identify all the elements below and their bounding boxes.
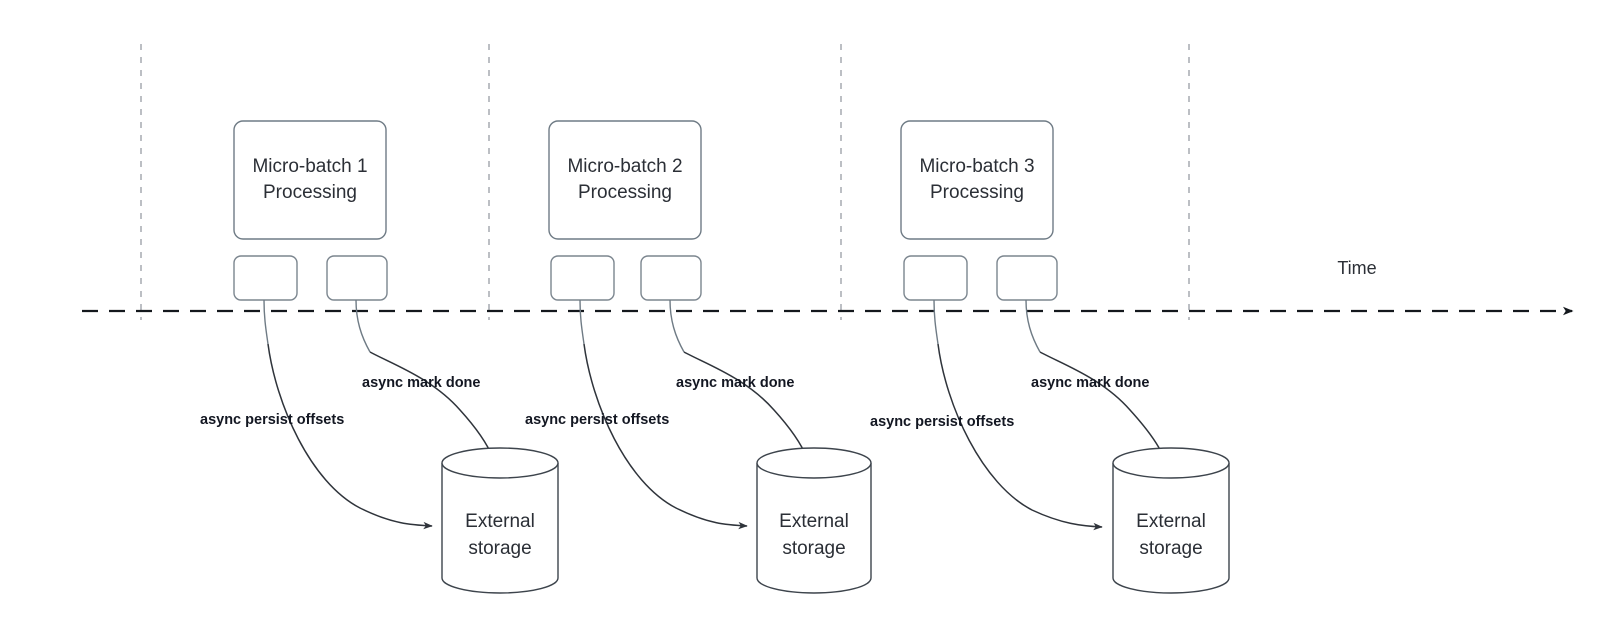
external-storage-1-label-line1: External <box>465 511 535 532</box>
external-storage-1-label-line2: storage <box>468 538 531 559</box>
mark-done-edge-2 <box>683 351 808 459</box>
task-box-1-left-stem <box>263 299 269 345</box>
task-box-3-left[interactable] <box>903 255 968 301</box>
process-box-3-label-line2: Processing <box>930 182 1024 203</box>
process-box-2-label-line2: Processing <box>578 182 672 203</box>
task-box-2-right-stem <box>669 299 685 353</box>
micro-batch-group-2: Micro-batch 2 Processing async persist o… <box>525 120 872 594</box>
external-storage-3-label-line2: storage <box>1139 538 1202 559</box>
process-box-3[interactable] <box>900 120 1054 240</box>
external-storage-1-body <box>441 463 559 594</box>
process-box-2[interactable] <box>548 120 702 240</box>
persist-offsets-edge-3 <box>937 343 1103 531</box>
micro-batch-group-3: Micro-batch 3 Processing async persist o… <box>870 120 1230 594</box>
time-axis-label: Time <box>1337 258 1376 278</box>
external-storage-2-label-line1: External <box>779 511 849 532</box>
task-box-3-right-stem <box>1025 299 1041 353</box>
process-box-3-label-line1: Micro-batch 3 <box>919 156 1034 177</box>
task-box-1-right[interactable] <box>326 255 388 301</box>
external-storage-1-top <box>441 447 559 479</box>
task-box-2-left-stem <box>579 299 585 345</box>
persist-offsets-label-3: async persist offsets <box>870 414 1014 430</box>
process-box-1-label-line1: Micro-batch 1 <box>252 156 367 177</box>
external-storage-2-top <box>756 447 872 479</box>
external-storage-3-body <box>1112 463 1230 594</box>
external-storage-2[interactable]: External storage <box>756 447 872 594</box>
task-box-2-right[interactable] <box>640 255 702 301</box>
task-box-1-right-stem <box>355 299 371 353</box>
task-box-2-left[interactable] <box>550 255 615 301</box>
persist-offsets-edge-1 <box>267 343 433 530</box>
micro-batch-group-1: Micro-batch 1 Processing async persist o… <box>200 120 559 594</box>
process-box-1[interactable] <box>233 120 387 240</box>
external-storage-1[interactable]: External storage <box>441 447 559 594</box>
task-box-1-left[interactable] <box>233 255 298 301</box>
mark-done-label-2: async mark done <box>676 375 794 391</box>
external-storage-3-label-line1: External <box>1136 511 1206 532</box>
process-box-2-label-line1: Micro-batch 2 <box>567 156 682 177</box>
external-storage-3[interactable]: External storage <box>1112 447 1230 594</box>
mark-done-label-1: async mark done <box>362 375 480 391</box>
persist-offsets-edge-2 <box>583 343 748 530</box>
process-box-1-label-line2: Processing <box>263 182 357 203</box>
external-storage-2-label-line2: storage <box>782 538 845 559</box>
external-storage-2-body <box>756 463 872 594</box>
task-box-3-right[interactable] <box>996 255 1058 301</box>
persist-offsets-label-2: async persist offsets <box>525 412 669 428</box>
mark-done-edge-1 <box>369 351 494 459</box>
persist-offsets-label-1: async persist offsets <box>200 412 344 428</box>
external-storage-3-top <box>1112 447 1230 479</box>
task-box-3-left-stem <box>933 299 939 345</box>
mark-done-label-3: async mark done <box>1031 375 1149 391</box>
mark-done-edge-3 <box>1039 351 1165 459</box>
